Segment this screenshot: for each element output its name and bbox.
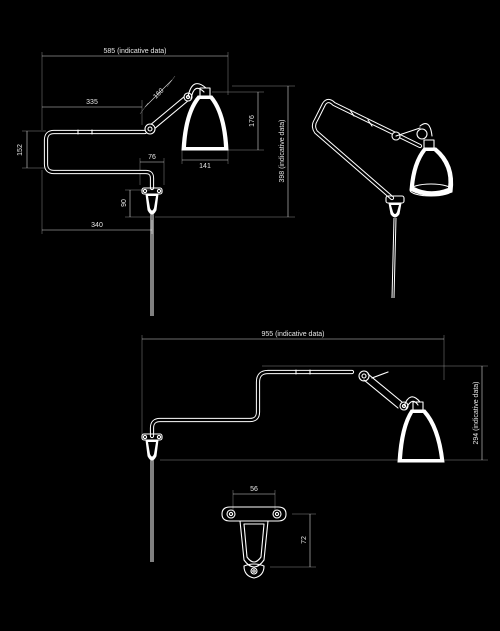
dim-arm-length: 335 [42, 99, 143, 125]
dim-arm-rise: 152 [17, 130, 46, 169]
dim-bracket-height-label: 72 [301, 536, 308, 544]
dim-arm-rise-label: 152 [17, 144, 24, 156]
lamp-side-view [43, 83, 229, 316]
dim-mount-height-label: 90 [121, 199, 128, 207]
dim-shade-height-label: 176 [249, 115, 256, 127]
dim-extended-width-label: 955 (indicative data) [261, 331, 324, 338]
persp-joint [416, 128, 428, 140]
dim-overall-height-label: 398 (indicative data) [279, 119, 286, 182]
lamp-extended [141, 369, 445, 562]
dim-shade-diameter: 141 [181, 150, 229, 170]
dim-mount-width-label: 76 [148, 154, 156, 161]
dim-link-length-label: 160 [152, 87, 165, 100]
wall-bracket [221, 506, 287, 579]
view-side-elevation: 585 (indicative data) 335 160 152 1 [17, 48, 295, 316]
dim-base-offset-label: 340 [91, 222, 103, 229]
dim-overall-height: 398 (indicative data) [155, 85, 295, 218]
dim-overall-width: 585 (indicative data) [41, 48, 229, 130]
dim-base-offset: 340 [41, 170, 153, 234]
dim-extended-width: 955 (indicative data) [141, 331, 445, 438]
dim-shade-height: 176 [212, 91, 264, 151]
dim-extended-height-label: 294 (indicative data) [473, 381, 480, 444]
view-extended: 955 (indicative data) 294 (indicative da… [141, 331, 488, 562]
dim-shade-diameter-label: 141 [199, 163, 211, 170]
dim-bracket-height: 72 [270, 513, 316, 568]
dim-bracket-width-label: 56 [250, 486, 258, 493]
dim-overall-width-label: 585 (indicative data) [103, 48, 166, 55]
view-bracket-detail: 56 72 [221, 486, 316, 579]
view-perspective [311, 98, 454, 299]
dim-arm-length-label: 335 [86, 99, 98, 106]
dim-bracket-width: 56 [232, 486, 276, 510]
